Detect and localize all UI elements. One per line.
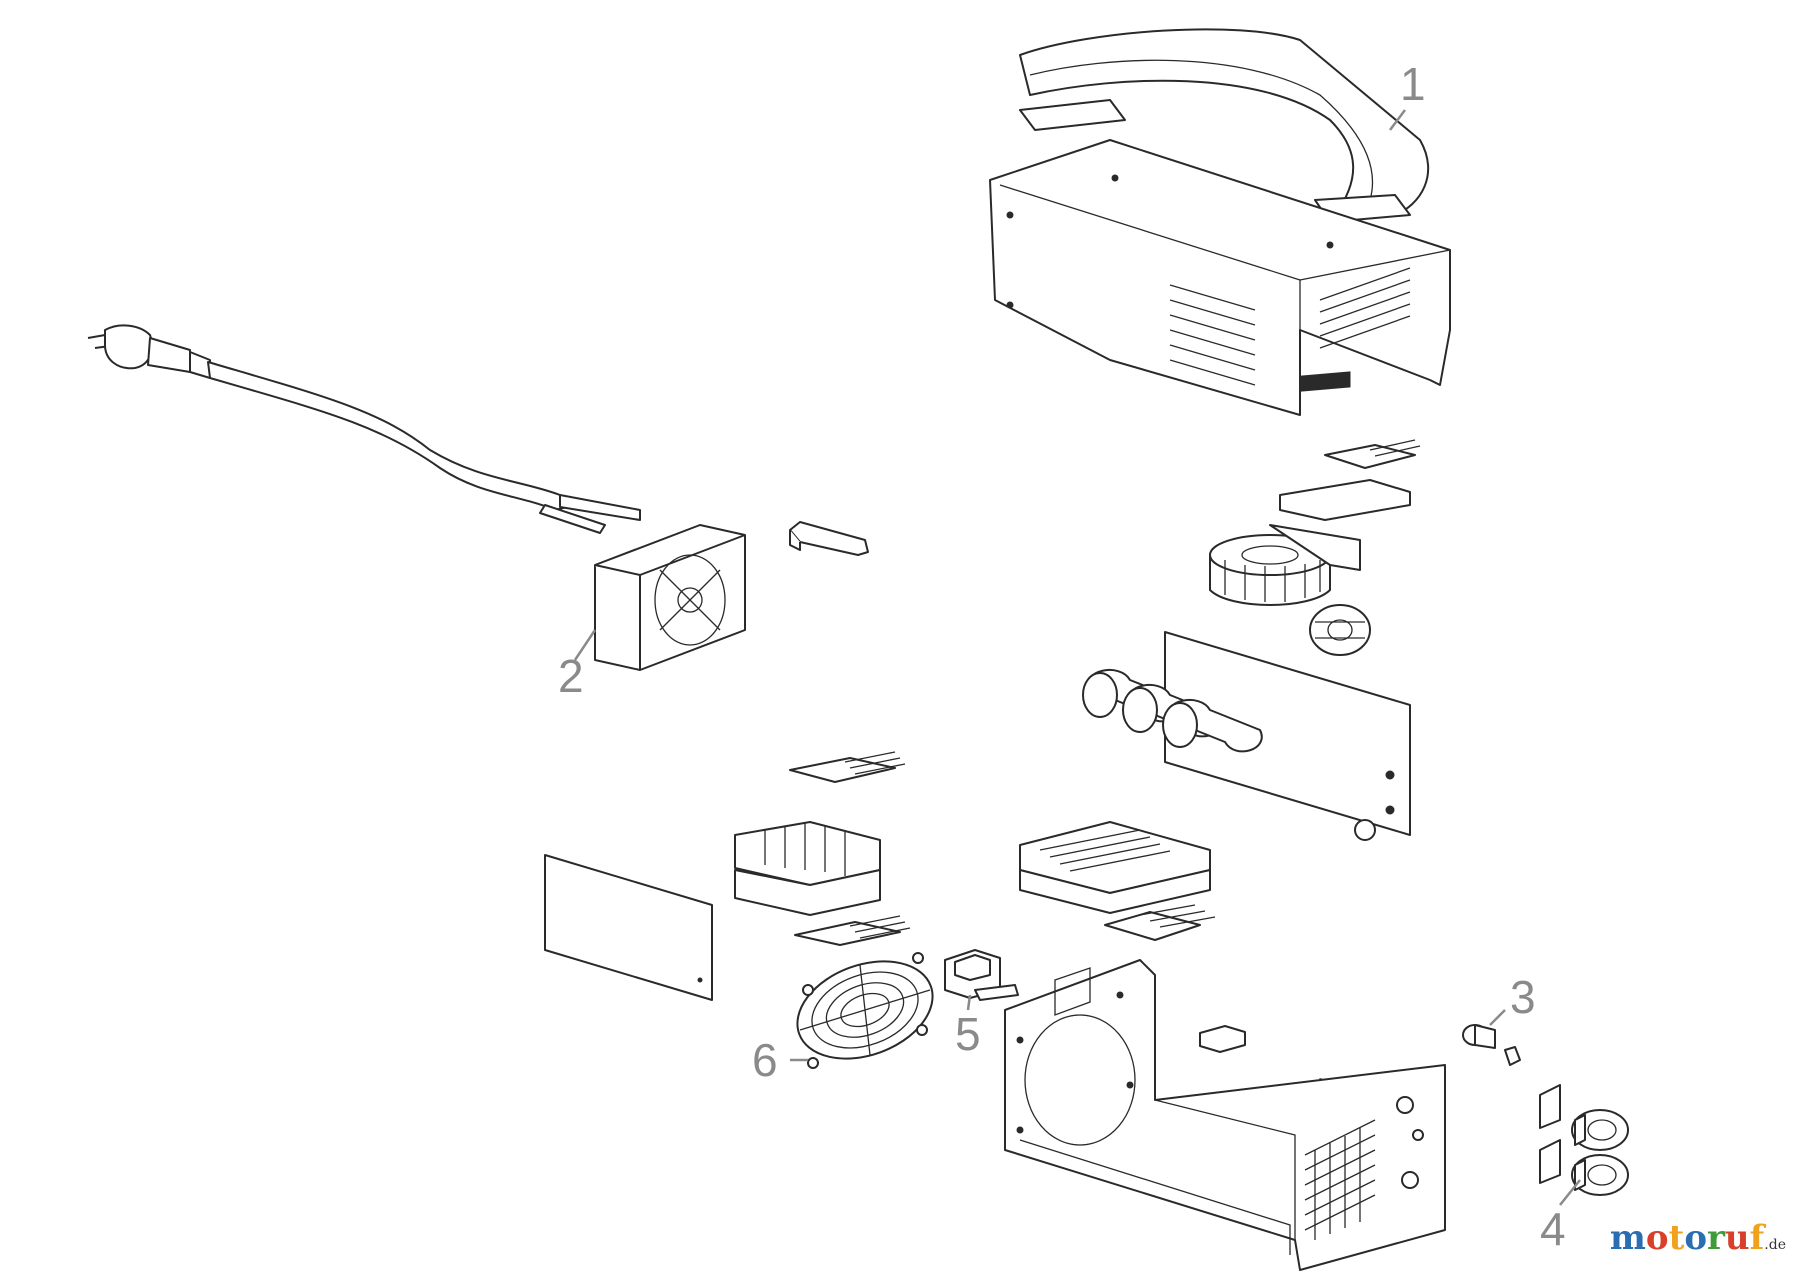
callout-6: 6 <box>752 1034 778 1086</box>
callout-3: 3 <box>1510 971 1536 1023</box>
transistor-set-left-lower <box>794 915 911 946</box>
logo-letter: u <box>1724 1218 1750 1258</box>
leader-5 <box>966 994 972 1011</box>
top-cover-with-handle <box>989 28 1451 416</box>
heatsink-left <box>734 821 881 916</box>
transistor-small-top <box>1324 439 1421 469</box>
logo-letter: f <box>1749 1218 1765 1258</box>
callout-2: 2 <box>558 650 584 702</box>
insulation-sheet <box>544 854 713 1001</box>
power-cord-with-plug <box>87 324 641 534</box>
mounting-bracket <box>789 521 869 556</box>
logo-letter: o <box>1684 1218 1707 1258</box>
callout-1: 1 <box>1400 58 1426 110</box>
logo-letter: m <box>1609 1218 1646 1258</box>
heatsink-center <box>1019 821 1211 914</box>
leader-4 <box>1559 1179 1581 1206</box>
cooling-fan <box>594 524 746 671</box>
leader-2 <box>573 629 597 661</box>
front-vent-slots <box>1169 284 1256 386</box>
logo-tld: .de <box>1764 1237 1786 1253</box>
capacitor-circuit-board <box>1082 631 1411 1122</box>
transistor-set-left-upper <box>789 751 906 783</box>
callout-4: 4 <box>1540 1203 1566 1255</box>
transistor-set-center-lower <box>1104 904 1216 941</box>
fan-grille <box>796 952 934 1069</box>
logo-letter: r <box>1707 1218 1725 1258</box>
indicator-lamp <box>1462 1024 1521 1066</box>
small-connector-block <box>1199 1025 1246 1053</box>
leader-3 <box>1489 1009 1506 1026</box>
callout-5: 5 <box>955 1008 981 1060</box>
small-coil <box>1309 604 1371 656</box>
base-chassis <box>1004 959 1446 1271</box>
power-switch <box>944 949 1019 1001</box>
output-terminals <box>1539 1084 1629 1196</box>
side-vent-slots <box>1319 267 1411 349</box>
toroidal-inductor <box>1209 524 1361 606</box>
leader-1 <box>1389 109 1406 131</box>
logo-letter: o <box>1645 1218 1669 1258</box>
rear-vent-grid <box>1304 1119 1376 1240</box>
logo-wordmark: motoruf <box>1610 1218 1764 1258</box>
logo-letter: t <box>1668 1218 1685 1258</box>
heatsink-module-upper <box>1279 371 1411 521</box>
callout-leaders <box>573 109 1581 1206</box>
motoruf-watermark-logo: motoruf.de <box>1610 1218 1786 1258</box>
